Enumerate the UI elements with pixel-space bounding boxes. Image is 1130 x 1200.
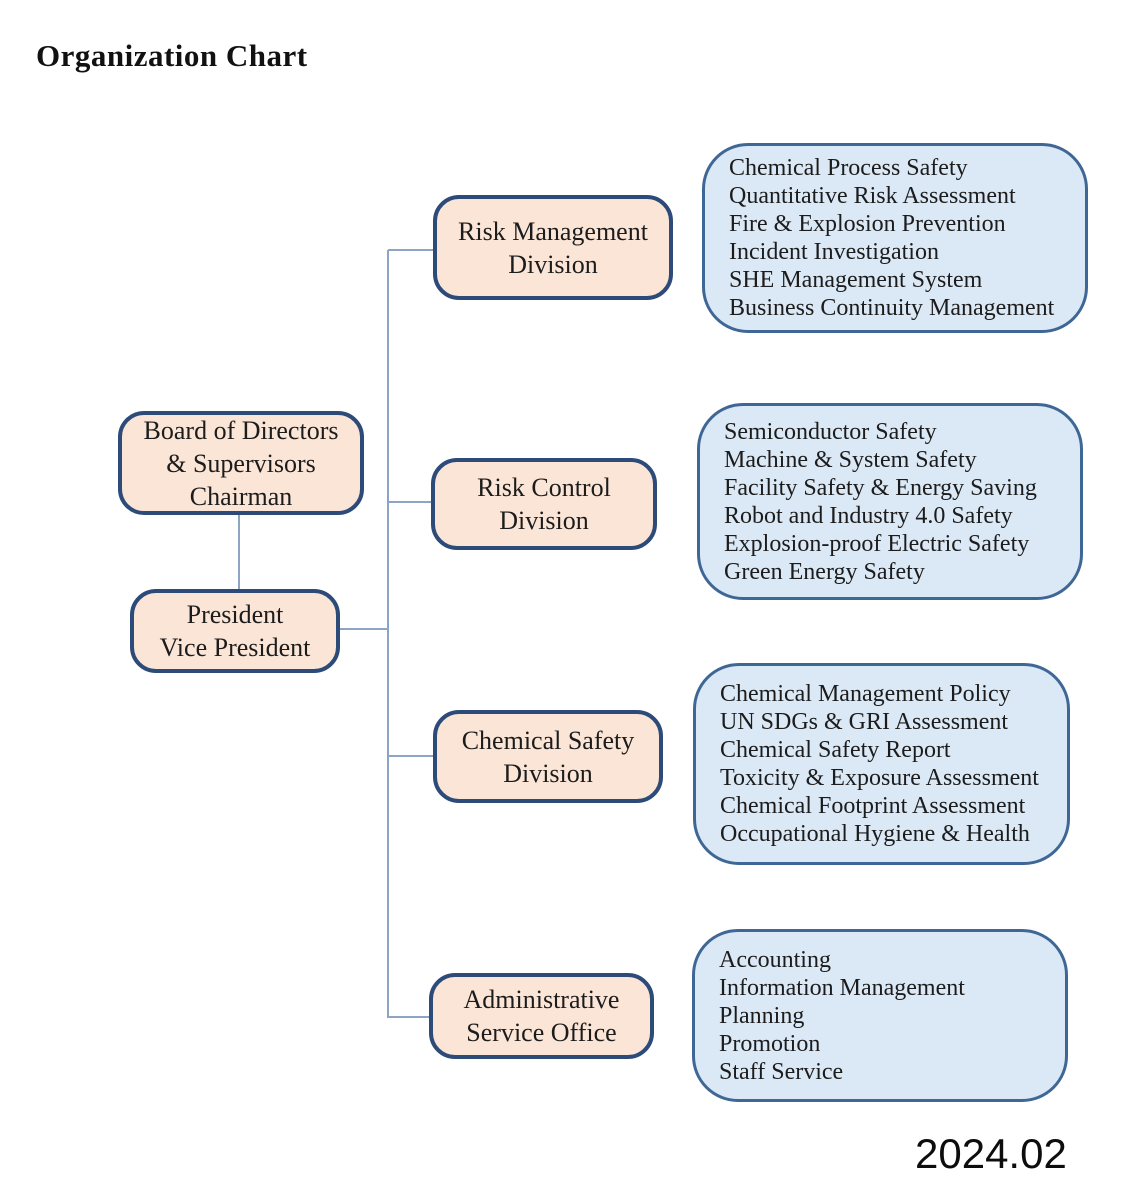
page-title: Organization Chart: [36, 38, 308, 73]
division-box-chemical-safety: Chemical Safety Division: [433, 710, 663, 803]
function-item: Chemical Safety Report: [720, 737, 951, 763]
function-item: Green Energy Safety: [724, 558, 925, 585]
function-item: Semiconductor Safety: [724, 418, 937, 445]
division-name-line: Administrative: [463, 985, 620, 1014]
board-line: Chairman: [189, 481, 293, 511]
connector-board-president: [238, 515, 240, 589]
division-name-line: Division: [508, 249, 598, 279]
function-item: UN SDGs & GRI Assessment: [720, 709, 1009, 735]
president-line: President: [186, 600, 284, 629]
function-item: Machine & System Safety: [724, 446, 977, 473]
function-item: Robot and Industry 4.0 Safety: [724, 502, 1013, 529]
functions-box-risk-control: Semiconductor Safety Machine & System Sa…: [697, 403, 1083, 600]
functions-box-risk-management: Chemical Process Safety Quantitative Ris…: [702, 143, 1088, 333]
division-name-line: Service Office: [466, 1018, 617, 1047]
division-name-line: Chemical Safety: [461, 725, 635, 755]
connector-trunk: [387, 250, 389, 1018]
function-item: Explosion-proof Electric Safety: [724, 530, 1030, 557]
division-box-risk-management: Risk Management Division: [433, 195, 673, 300]
connector-president-trunk: [340, 628, 389, 630]
function-item: Planning: [719, 1002, 805, 1029]
connector-branch-chemical-safety: [388, 755, 433, 757]
functions-box-administrative-service: Accounting Information Management Planni…: [692, 929, 1068, 1102]
division-name-line: Risk Management: [458, 216, 648, 246]
function-item: Facility Safety & Energy Saving: [724, 474, 1037, 501]
function-item: SHE Management System: [729, 267, 983, 293]
board-line: & Supervisors: [166, 448, 316, 478]
function-item: Occupational Hygiene & Health: [720, 821, 1030, 847]
connector-branch-administrative: [388, 1016, 429, 1018]
division-name-line: Division: [499, 506, 589, 535]
board-of-directors-box: Board of Directors & Supervisors Chairma…: [118, 411, 364, 515]
function-item: Chemical Management Policy: [720, 681, 1011, 707]
division-name-line: Division: [503, 758, 593, 788]
function-item: Chemical Footprint Assessment: [720, 793, 1026, 819]
division-box-administrative-service: Administrative Service Office: [429, 973, 654, 1059]
function-item: Fire & Explosion Prevention: [729, 211, 1006, 237]
connector-branch-risk-control: [388, 501, 431, 503]
function-item: Toxicity & Exposure Assessment: [720, 765, 1039, 791]
function-item: Business Continuity Management: [729, 295, 1055, 321]
function-item: Incident Investigation: [729, 239, 939, 265]
division-box-risk-control: Risk Control Division: [431, 458, 657, 550]
function-item: Quantitative Risk Assessment: [729, 183, 1016, 209]
function-item: Promotion: [719, 1030, 821, 1057]
functions-box-chemical-safety: Chemical Management Policy UN SDGs & GRI…: [693, 663, 1070, 865]
president-box: President Vice President: [130, 589, 340, 673]
function-item: Accounting: [719, 946, 831, 973]
function-item: Information Management: [719, 974, 965, 1001]
date-label: 2024.02: [915, 1130, 1067, 1177]
president-line: Vice President: [159, 633, 311, 662]
function-item: Chemical Process Safety: [729, 155, 968, 181]
division-name-line: Risk Control: [477, 473, 611, 502]
board-line: Board of Directors: [143, 415, 339, 445]
connector-branch-risk-management: [388, 249, 433, 251]
function-item: Staff Service: [719, 1058, 844, 1085]
